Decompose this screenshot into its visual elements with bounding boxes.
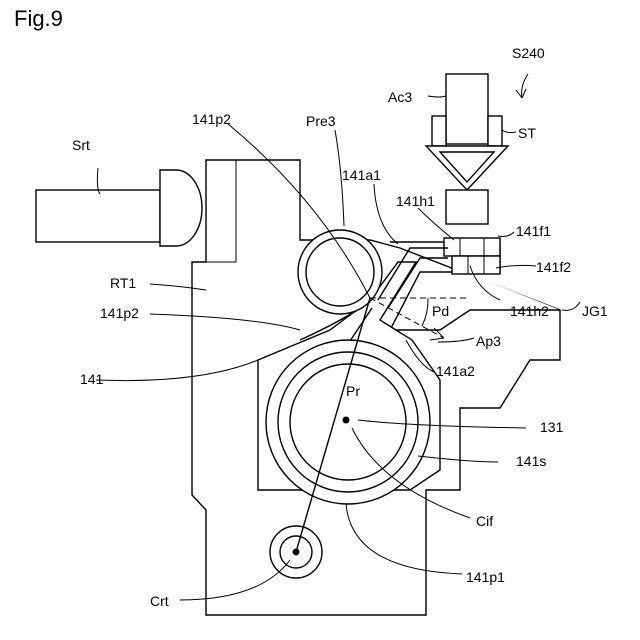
label-141a2: 141a2 (436, 363, 475, 379)
label-ap3: Ap3 (476, 333, 501, 349)
label-141f1: 141f1 (516, 223, 551, 239)
label-crt: Crt (150, 593, 169, 609)
label-141p2-mid: 141p2 (100, 305, 139, 321)
label-srt: Srt (72, 137, 90, 153)
label-141h1: 141h1 (396, 193, 435, 209)
label-141h2: 141h2 (510, 303, 549, 319)
label-cif: Cif (476, 513, 493, 529)
label-141: 141 (80, 371, 104, 387)
label-141s: 141s (516, 453, 546, 469)
main-bearing (266, 340, 430, 504)
label-141a1: 141a1 (342, 167, 381, 183)
label-ac3: Ac3 (388, 89, 412, 105)
label-pre3: Pre3 (306, 113, 336, 129)
label-s240: S240 (512, 45, 545, 61)
label-pd: Pd (432, 303, 449, 319)
label-141p1: 141p1 (466, 569, 505, 585)
label-rt1: RT1 (110, 275, 136, 291)
label-st: ST (518, 125, 536, 141)
st-arrow (426, 74, 508, 224)
s240-arrow (522, 74, 528, 98)
label-141p2-top: 141p2 (192, 111, 231, 127)
label-pr: Pr (346, 383, 360, 399)
label-141f2: 141f2 (536, 259, 571, 275)
label-131: 131 (540, 419, 564, 435)
pr-center-point (343, 417, 350, 424)
label-jg1: JG1 (582, 303, 608, 319)
srt-cylinder (36, 170, 202, 246)
